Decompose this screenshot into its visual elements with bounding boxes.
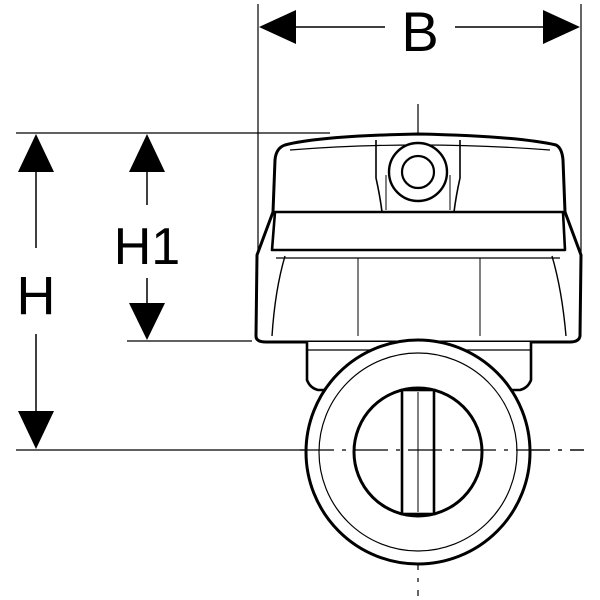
cap-outline [254, 132, 583, 344]
arrow-h-top [18, 134, 54, 172]
arrow-h-bottom [18, 411, 54, 449]
cap-screw-inner [400, 154, 436, 190]
cap-boss [375, 140, 461, 213]
label-h: H [17, 266, 56, 326]
label-h1: H1 [114, 218, 180, 276]
valve-cap [254, 132, 583, 344]
arrow-h1-bottom [129, 303, 165, 340]
valve-body [304, 338, 532, 566]
dimension-h1: H1 [114, 134, 252, 342]
dimension-h: H [16, 132, 330, 451]
arrow-b-left [259, 10, 296, 44]
cap-skirt-left [271, 255, 286, 337]
arrow-h1-top [129, 134, 165, 172]
label-b: B [401, 0, 438, 63]
dimension-b: B [257, 0, 582, 255]
cap-skirt-right [551, 255, 567, 337]
arrow-b-right [543, 10, 580, 44]
cap-top-block [270, 210, 567, 252]
